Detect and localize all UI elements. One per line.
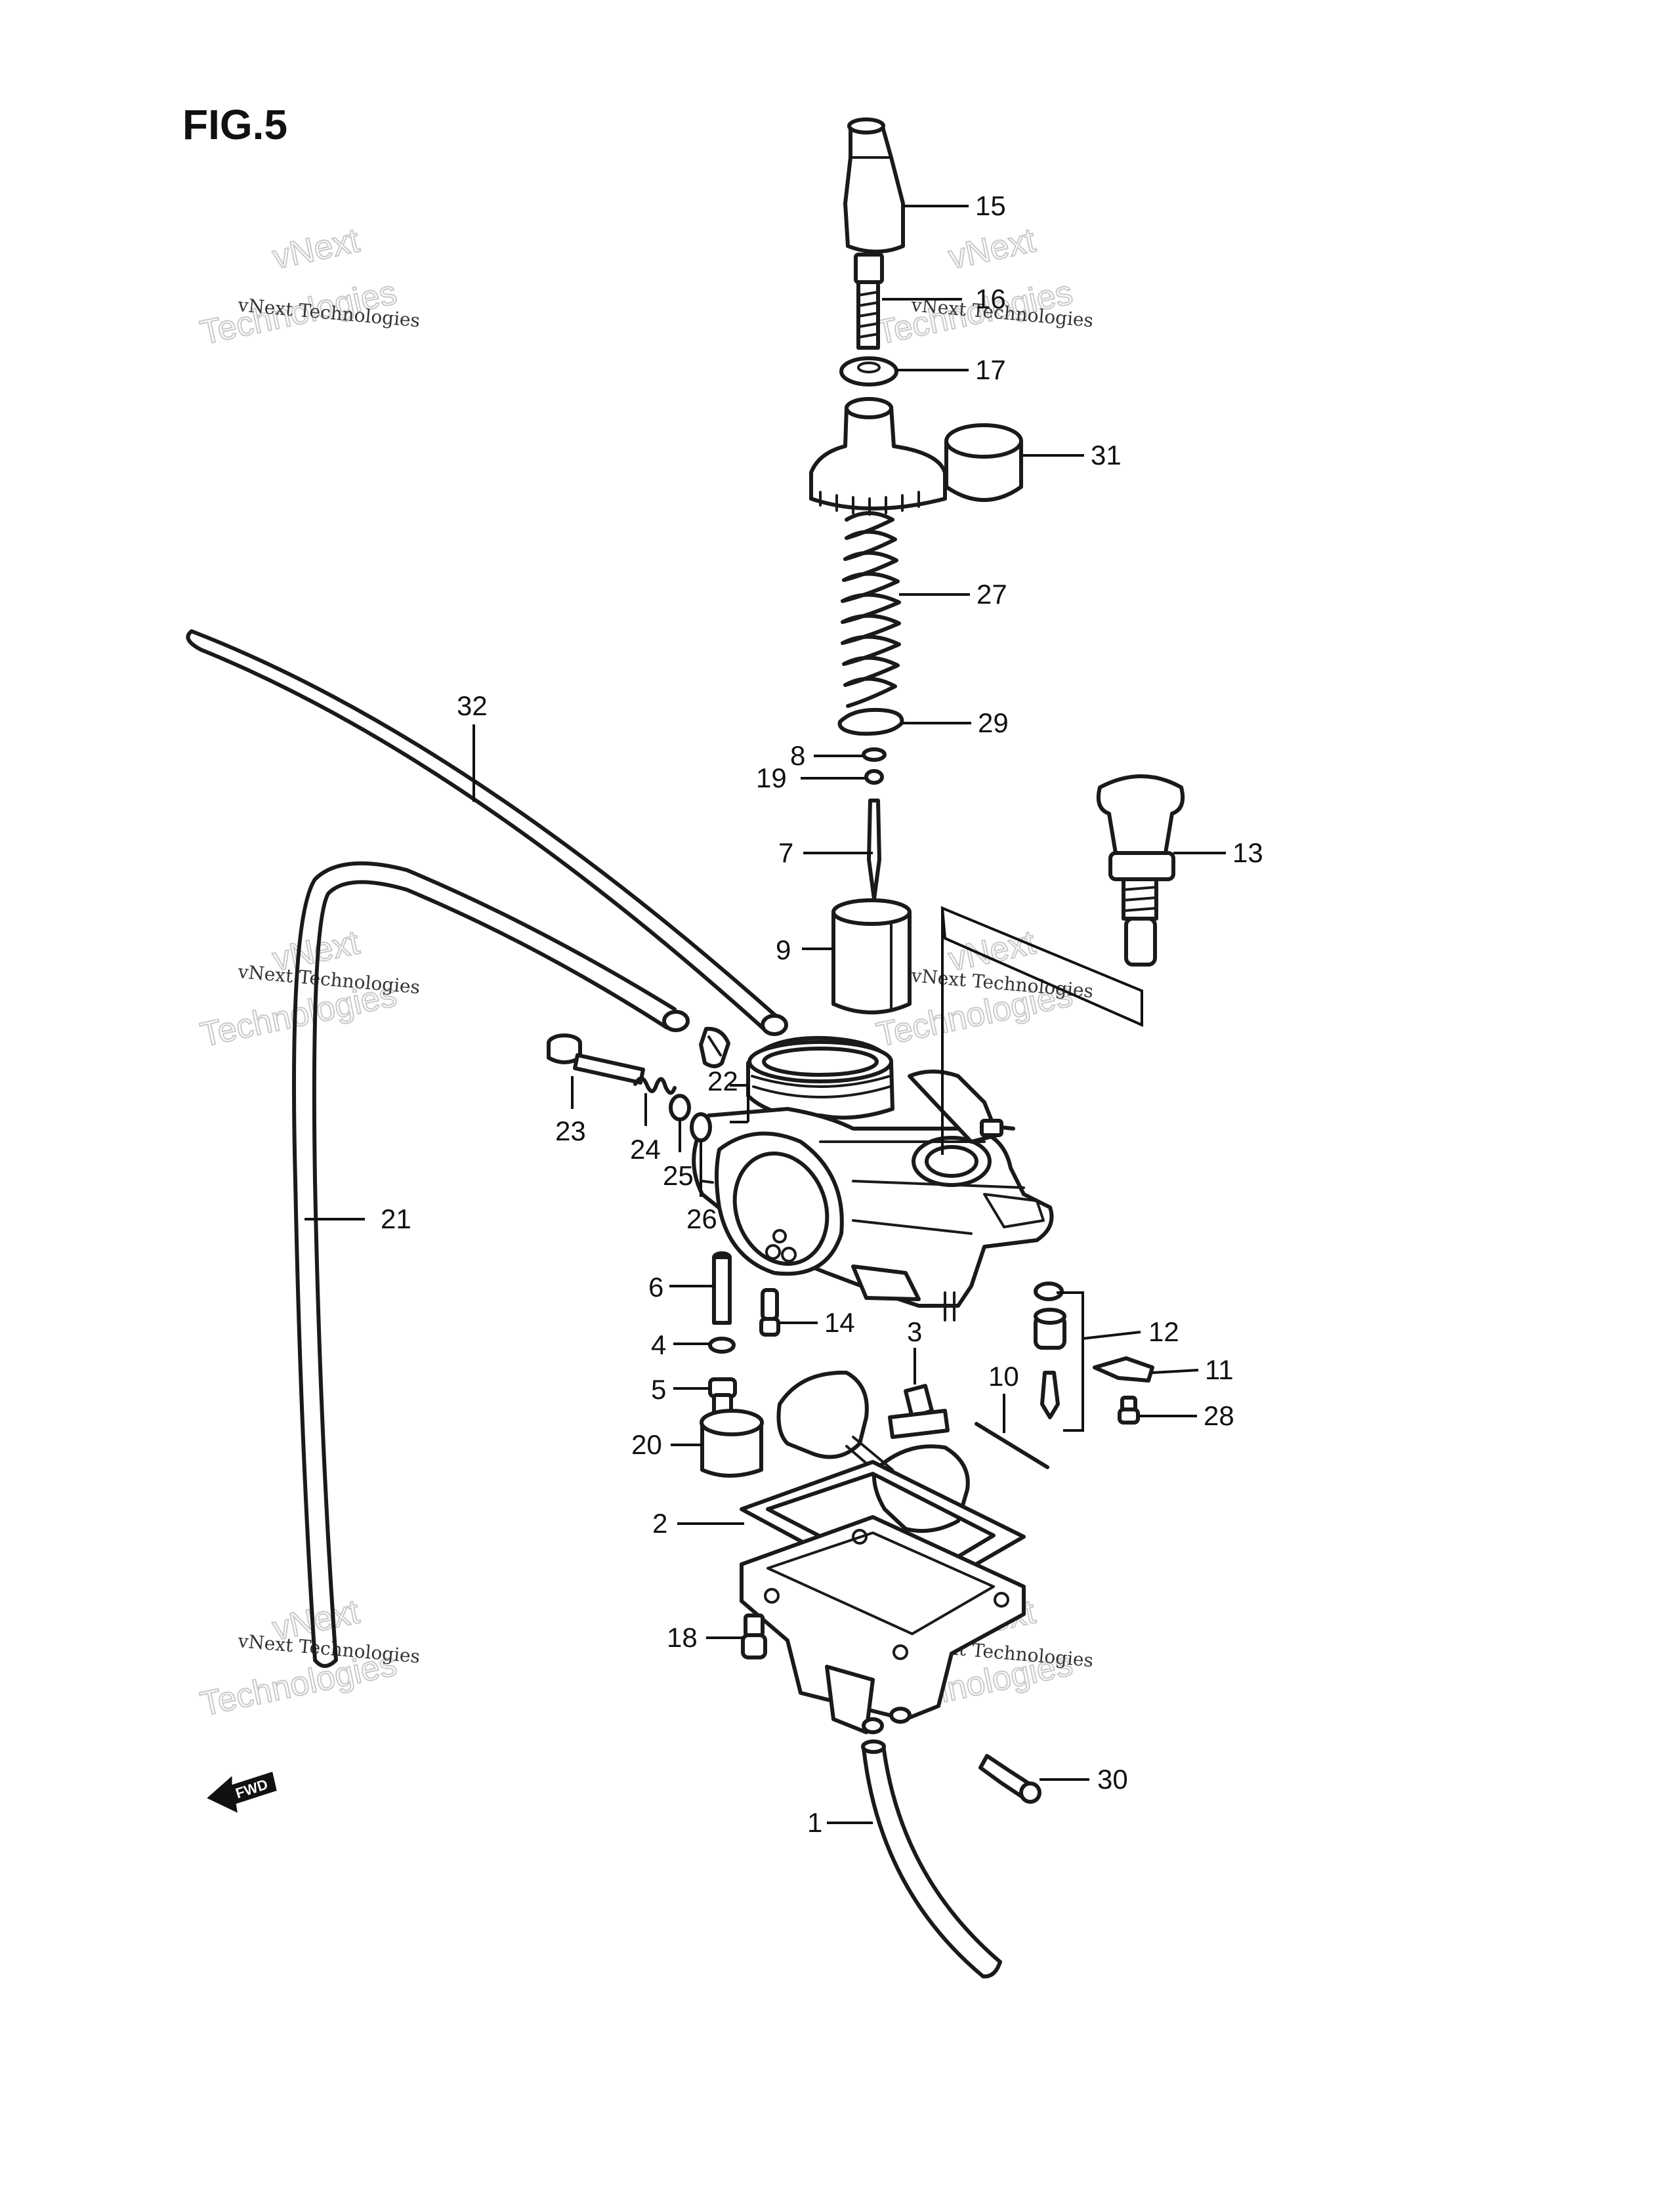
callout-25: 25 [663,1160,694,1191]
callout-4: 4 [651,1329,666,1360]
watermark-mid-left: vNext Technologies vNext Technologies [196,923,421,1054]
part-21-air-vent-tube [292,861,690,1668]
part-6-needle-jet [712,1251,732,1325]
watermark-bottom-left: vNext Technologies vNext Technologies [196,1592,421,1724]
part-12-bracket [1057,1291,1084,1432]
part-22-cap [699,1026,730,1068]
fwd-arrow-icon: FWD [207,1772,277,1813]
callout-9: 9 [776,934,791,965]
callout-21: 21 [381,1203,411,1234]
part-30-drain-screw [978,1754,1041,1804]
callout-16: 16 [975,283,1006,314]
part-26-o-ring [690,1112,712,1142]
part-16-cable-adjuster [854,253,884,350]
callout-10: 10 [988,1361,1019,1392]
part-28-screw [1118,1396,1140,1425]
callout-32: 32 [457,690,488,721]
callout-19: 19 [756,762,787,793]
part-25-washer [669,1094,691,1121]
callout-27: 27 [976,579,1007,610]
callout-22: 22 [707,1066,738,1096]
leader-lines [304,205,1226,1824]
part-15-cable-boot [843,117,905,254]
carburetor-body [692,1035,1054,1322]
figure-title: FIG.5 [182,101,287,148]
part-3-float [776,1370,970,1533]
callout-29: 29 [978,707,1009,738]
part-11-clip-plate [1093,1356,1154,1383]
part-23-air-screw [547,1033,645,1085]
part-29-needle-retainer [837,707,904,736]
part-14-pilot-jet [759,1288,780,1337]
part-32-overflow-tube [186,629,788,1036]
part-9-throttle-valve [831,898,912,1014]
part-4-washer [708,1337,736,1354]
carburetor-top-cap [809,397,947,516]
part-17-lock-nut [839,356,898,386]
callout-18: 18 [667,1622,698,1653]
svg-text:vNext: vNext [945,221,1039,276]
part-31-cap-seal [944,423,1023,502]
callout-7: 7 [778,837,793,868]
callout-20: 20 [631,1429,662,1460]
callout-6: 6 [648,1272,663,1302]
part-13-choke-plunger [1096,774,1185,967]
callout-23: 23 [555,1115,586,1146]
part-8-needle-clip [862,747,887,762]
part-20-baffle [700,1409,764,1478]
callout-17: 17 [975,354,1006,385]
callout-30: 30 [1097,1764,1128,1795]
callout-14: 14 [824,1307,855,1338]
callout-labels: 15 16 17 31 27 29 8 19 7 9 13 32 21 22 2… [381,190,1263,1838]
callout-3: 3 [907,1316,922,1347]
callout-24: 24 [630,1134,661,1165]
callout-15: 15 [975,190,1006,221]
part-24-screw-spring [633,1076,677,1095]
part-27-throttle-spring [841,511,901,708]
watermark-top-left: vNext Technologies vNext Technologies [196,220,421,352]
part-12-needle-valve [1034,1281,1066,1419]
callout-1: 1 [807,1807,822,1838]
part-7-jet-needle [867,799,881,901]
part-1-drain-hose [861,1739,1002,1979]
choke-bracket-line [940,906,1143,1028]
callout-11: 11 [1205,1354,1234,1385]
callout-8: 8 [790,740,805,771]
callout-12: 12 [1148,1316,1179,1347]
part-22-bracket [730,1084,749,1123]
part-10-float-pin [975,1422,1049,1469]
svg-text:vNext: vNext [269,221,363,276]
callout-31: 31 [1091,440,1122,470]
callout-5: 5 [651,1374,666,1405]
callout-26: 26 [686,1203,717,1234]
part-18-screw [741,1614,767,1659]
callout-13: 13 [1232,837,1263,868]
float-bowl [740,1515,1026,1734]
part-19-washer [864,769,884,785]
callout-2: 2 [652,1508,667,1539]
callout-28: 28 [1204,1400,1234,1431]
